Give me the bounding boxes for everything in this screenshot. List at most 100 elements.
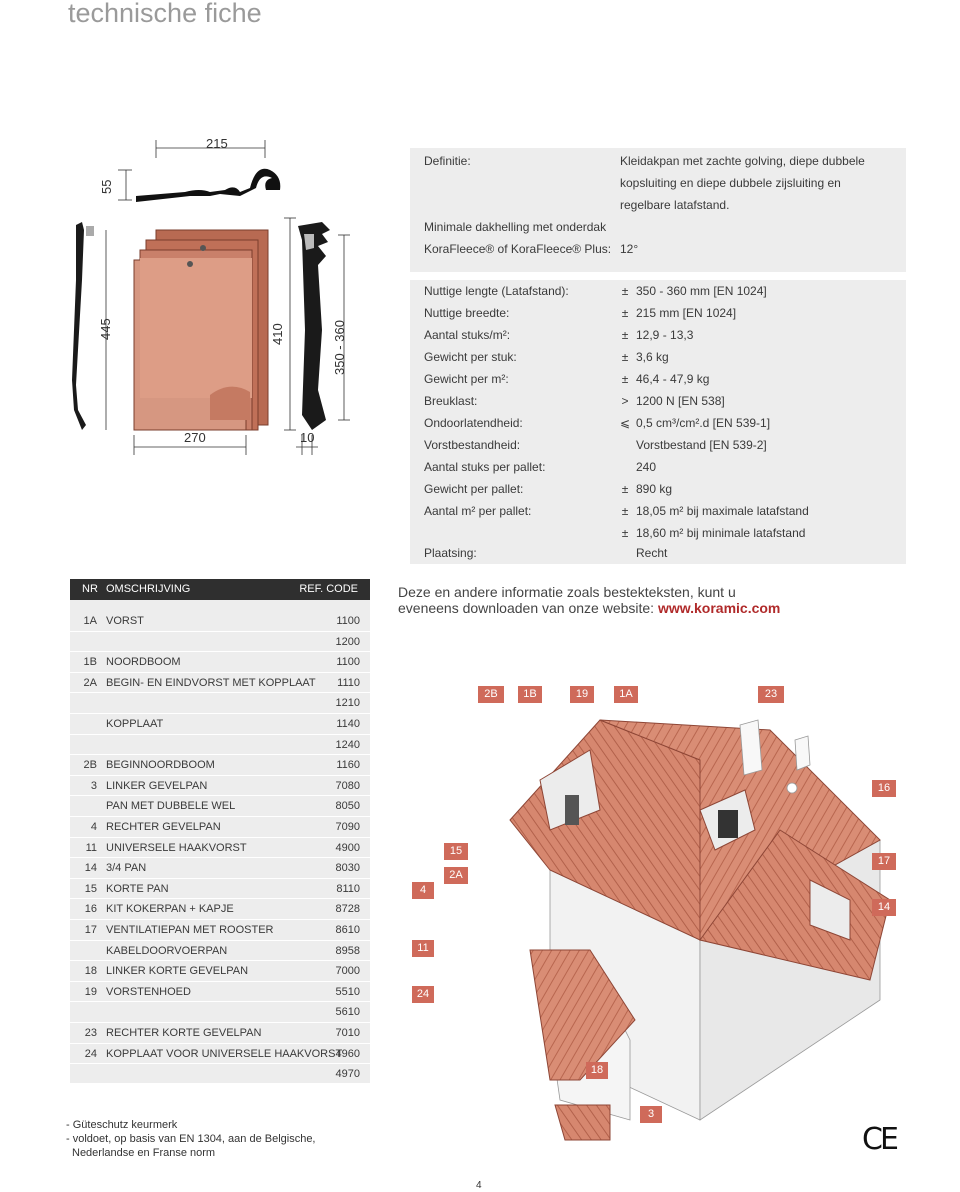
- table-cell-description: LINKER KORTE GEVELPAN: [106, 965, 249, 978]
- definition-panel: Definitie: Kleidakpan met zachte golving…: [410, 148, 906, 272]
- ce-mark-icon: CE: [862, 1122, 899, 1157]
- min-slope-row-2: KoraFleece® of KoraFleece® Plus: 12°: [410, 238, 906, 260]
- spec-op: ±: [621, 526, 629, 540]
- table-cell-ref-code: 1210: [335, 697, 360, 710]
- min-slope-label-1: Minimale dakhelling met onderdak: [424, 220, 607, 234]
- spec-value: 12,9 - 13,3: [636, 328, 694, 342]
- definition-row: Definitie:: [410, 150, 906, 172]
- table-cell-description: KOPPLAAT VOOR UNIVERSELE HAAKVORST: [106, 1047, 343, 1060]
- website-link[interactable]: www.koramic.com: [657, 600, 781, 616]
- table-cell-ref-code: 8728: [335, 903, 360, 916]
- spec-op: ±: [621, 328, 629, 342]
- spec-op: ±: [621, 482, 629, 496]
- spec-op: ±: [621, 284, 629, 298]
- spec-value: 18,60 m² bij minimale latafstand: [636, 526, 806, 540]
- table-row: 4970: [70, 1064, 370, 1085]
- table-cell-nr: 16: [84, 903, 97, 916]
- table-cell-ref-code: 4970: [335, 1068, 360, 1081]
- table-cell-description: KORTE PAN: [106, 882, 169, 895]
- spec-value: 350 - 360 mm [EN 1024]: [636, 284, 767, 298]
- header-nr: NR: [82, 583, 98, 595]
- spec-label: Gewicht per pallet:: [424, 482, 524, 496]
- footer-notes: - Güteschutz keurmerk - voldoet, op basi…: [66, 1118, 316, 1160]
- spec-value: 890 kg: [636, 482, 673, 496]
- spec-value: Vorstbestand [EN 539-2]: [636, 438, 767, 452]
- table-cell-nr: 3: [90, 779, 97, 792]
- table-cell-description: RECHTER GEVELPAN: [106, 821, 221, 833]
- table-cell-ref-code: 1240: [335, 738, 360, 751]
- spec-label: Gewicht per stuk:: [424, 350, 517, 364]
- roof-label-2B: 2B: [478, 686, 504, 703]
- spec-op: ±: [621, 372, 629, 386]
- page-number: 4: [476, 1180, 482, 1191]
- tile-technical-drawing: 215 55 445 270 410 10 350 - 360: [72, 136, 350, 455]
- spec-label: Breuklast:: [424, 394, 478, 408]
- table-row: 3 LINKER GEVELPAN 7080: [70, 776, 370, 797]
- definition-text: Kleidakpan met zachte golving, diepe dub…: [620, 150, 900, 216]
- spec-label: Nuttige lengte (Latafstand):: [424, 284, 569, 298]
- header-description: OMSCHRIJVING: [106, 583, 191, 595]
- table-cell-description: VORSTENHOED: [106, 985, 191, 998]
- table-cell-description: RECHTER KORTE GEVELPAN: [106, 1027, 262, 1039]
- spec-value: 3,6 kg: [636, 350, 669, 364]
- spec-row: Gewicht per m²:±46,4 - 47,9 kg: [410, 368, 906, 390]
- info-line-2: eveneens downloaden van onze website:: [398, 600, 655, 616]
- table-cell-description: 3/4 PAN: [106, 862, 147, 875]
- table-cell-description: NOORDBOOM: [106, 656, 181, 669]
- spec-row: Nuttige breedte:±215 mm [EN 1024]: [410, 302, 906, 324]
- roof-label-16: 16: [872, 780, 896, 797]
- table-cell-ref-code: 7010: [335, 1027, 360, 1039]
- roof-illustration: [509, 719, 891, 1141]
- min-slope-row-1: Minimale dakhelling met onderdak: [410, 216, 906, 238]
- roof-label-24: 24: [412, 986, 434, 1003]
- table-cell-ref-code: 7080: [335, 779, 360, 792]
- roof-label-1A: 1A: [614, 686, 638, 703]
- dim-length-label: 445: [98, 318, 113, 340]
- dim-width-label: 215: [206, 136, 228, 151]
- spec-row: Vorstbestandheid:Vorstbestand [EN 539-2]: [410, 434, 906, 456]
- table-cell-description: PAN MET DUBBELE WEL: [106, 800, 236, 813]
- download-info: Deze en andere informatie zoals bestekte…: [398, 584, 818, 616]
- table-cell-ref-code: 7000: [335, 965, 360, 978]
- spec-label: Nuttige breedte:: [424, 306, 510, 320]
- spec-value: 18,05 m² bij maximale latafstand: [636, 504, 809, 518]
- footer-line-1: - Güteschutz keurmerk: [66, 1119, 178, 1131]
- table-cell-ref-code: 8958: [335, 944, 360, 957]
- table-cell-ref-code: 4900: [335, 841, 360, 854]
- table-row: 1240: [70, 735, 370, 756]
- table-cell-nr: 1B: [83, 656, 97, 669]
- min-slope-value: 12°: [620, 242, 639, 256]
- table-cell-ref-code: 1200: [335, 635, 360, 648]
- spec-row: Aantal m² per pallet:±18,05 m² bij maxim…: [410, 500, 906, 522]
- spec-row: ±18,60 m² bij minimale latafstand: [410, 522, 906, 544]
- footer-line-3: Nederlandse en Franse norm: [72, 1147, 216, 1159]
- roof-label-1B: 1B: [518, 686, 542, 703]
- spec-label: Aantal stuks per pallet:: [424, 460, 546, 474]
- table-cell-ref-code: 5510: [335, 985, 360, 998]
- table-cell-description: LINKER GEVELPAN: [106, 779, 208, 792]
- table-cell-ref-code: 1110: [337, 676, 360, 689]
- spec-row: Gewicht per pallet: ±890 kg: [410, 478, 906, 500]
- table-cell-description: KABELDOORVOERPAN: [106, 944, 228, 957]
- spec-row: Nuttige lengte (Latafstand): ±350 - 360 m…: [410, 280, 906, 302]
- table-cell-ref-code: 1160: [336, 759, 360, 772]
- table-cell-ref-code: 8030: [335, 862, 360, 875]
- roof-label-17: 17: [872, 853, 896, 870]
- dim-270-label: 270: [184, 430, 206, 445]
- table-cell-nr: 23: [84, 1027, 97, 1039]
- roof-label-14: 14: [872, 899, 896, 916]
- dim-height-label: 55: [99, 180, 114, 194]
- spec-row: Aantal stuks per pallet:240: [410, 456, 906, 478]
- roof-label-2A: 2A: [444, 867, 468, 884]
- table-cell-description: BEGIN- EN EINDVORST MET KOPPLAAT: [106, 676, 316, 689]
- dim-410-label: 410: [270, 323, 285, 345]
